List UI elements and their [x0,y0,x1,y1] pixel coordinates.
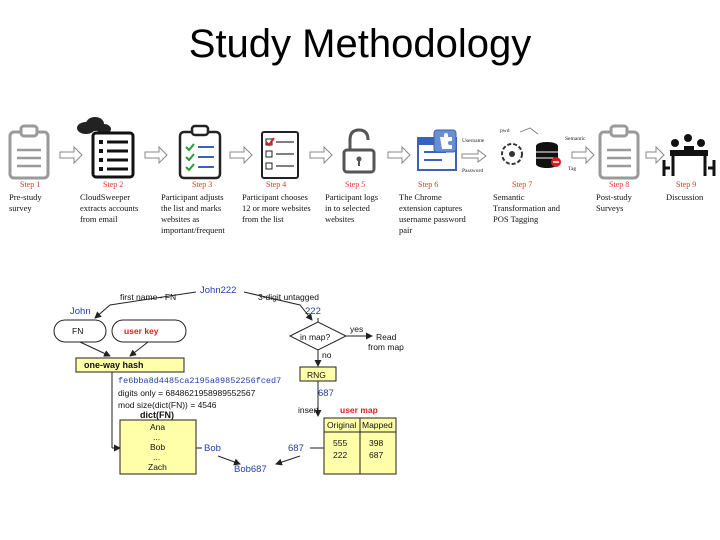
no-label: no [322,350,332,360]
checklist-selected-icon [261,131,299,179]
pipeline: Username Password pwd Semantic Tag [8,117,716,235]
step-2-desc: extracts accounts [80,203,138,213]
n222-label: 222 [305,306,321,317]
step-8-desc: Post-study [596,192,633,202]
step-7-desc: Semantic [493,192,525,202]
dict-item: Ana [150,422,165,432]
username-transformation-diagram: John222 first name - FN 3-digit untagged… [53,285,404,475]
cloud-list-icon [77,117,135,179]
john-label: John [70,306,91,317]
hash-value: fe6bba8d4485ca2195a89852256fced7 [118,376,281,386]
clipboard-icon [598,124,640,180]
arrow-icon [645,145,665,165]
dict-item: ... [153,432,160,442]
read-from-map-label: from map [368,342,404,352]
step-2-desc: CloudSweeper [80,192,130,202]
arrow-icon [461,149,487,163]
tag-label: Tag [568,166,576,172]
step-8-label: Step 8 [609,180,629,189]
step-3-desc: important/frequent [161,225,225,235]
user-map-label: user map [340,405,378,415]
arrow-icon [144,145,168,165]
three-digit-label: 3-digit untagged [258,292,319,302]
pwd-label: pwd [500,128,510,134]
step-7-desc: Transformation and [493,203,561,213]
step-2-desc: from email [80,214,118,224]
john222-label: John222 [200,285,236,296]
arrow-icon [571,145,595,165]
step-5-label: Step 5 [345,180,365,189]
bob687-label: Bob687 [234,464,267,475]
n687-label: 687 [288,443,304,454]
step-7-label: Step 7 [512,180,532,189]
step-6-desc: The Chrome [399,192,442,202]
step-7-desc: POS Tagging [493,214,539,224]
fn-box-label: FN [72,326,83,336]
insert-label: insert [298,405,319,415]
step-3-desc: Participant adjusts [161,192,224,202]
password-label: Password [462,168,483,174]
step-1-desc: survey [9,203,32,213]
step-4-desc: Participant chooses [242,192,308,202]
step-4-desc: 12 or more websites [242,203,311,213]
user-key-label: user key [124,326,159,336]
clipboard-icon [8,124,50,180]
n687-label: 687 [318,388,334,399]
yes-label: yes [350,324,363,334]
arrow-icon [387,145,411,165]
read-from-map-label: Read [376,332,397,342]
in-map-label: in map? [300,332,331,342]
map-cell: 687 [369,450,383,460]
step-3-desc: websites as [161,214,199,224]
step-4-desc: from the list [242,214,284,224]
map-cell: 222 [333,450,347,460]
mod-size-label: mod size(dict(FN)) = 4546 [118,400,217,410]
step-6-desc: pair [399,225,412,235]
map-cell: 398 [369,438,383,448]
step-8-desc: Surveys [596,203,623,213]
checklist-icon [178,124,222,180]
dict-item: Bob [150,442,165,452]
step-4-label: Step 4 [266,180,286,189]
arrow-icon [229,145,253,165]
step-6-desc: extension captures [399,203,462,213]
digits-only-label: digits only = 6848621958989552567 [118,388,256,398]
step-3-desc: the list and marks [161,203,221,213]
dict-item: ... [153,452,160,462]
map-header: Original [327,420,356,430]
page-title: Study Methodology [188,22,532,66]
step-6-label: Step 6 [418,180,438,189]
step-5-desc: websites [325,214,354,224]
one-way-hash-label: one-way hash [84,360,144,370]
step-1-desc: Pre-study [9,192,42,202]
dict-item: Zach [148,462,167,472]
extension-icon [417,129,457,171]
step-6-desc: username password [399,214,467,224]
arrow-icon [309,145,333,165]
step-9-label: Step 9 [676,180,696,189]
transform-database-icon [501,127,561,168]
step-5-desc: in to selected [325,203,371,213]
map-cell: 555 [333,438,347,448]
arrow-icon [59,145,83,165]
username-label: Username [462,138,485,144]
step-3-label: Step 3 [192,180,212,189]
unlock-icon [342,128,376,174]
step-2-label: Step 2 [103,180,123,189]
step-1-label: Step 1 [20,180,40,189]
step-9-desc: Discussion [666,192,704,202]
first-name-label: first name - FN [120,292,176,302]
semantic-label: Semantic [565,136,586,142]
discussion-icon [662,134,716,176]
rng-label: RNG [307,370,326,380]
step-5-desc: Participant logs [325,192,378,202]
map-header: Mapped [362,420,393,430]
bob-label: Bob [204,443,221,454]
dict-title: dict(FN) [140,410,174,420]
